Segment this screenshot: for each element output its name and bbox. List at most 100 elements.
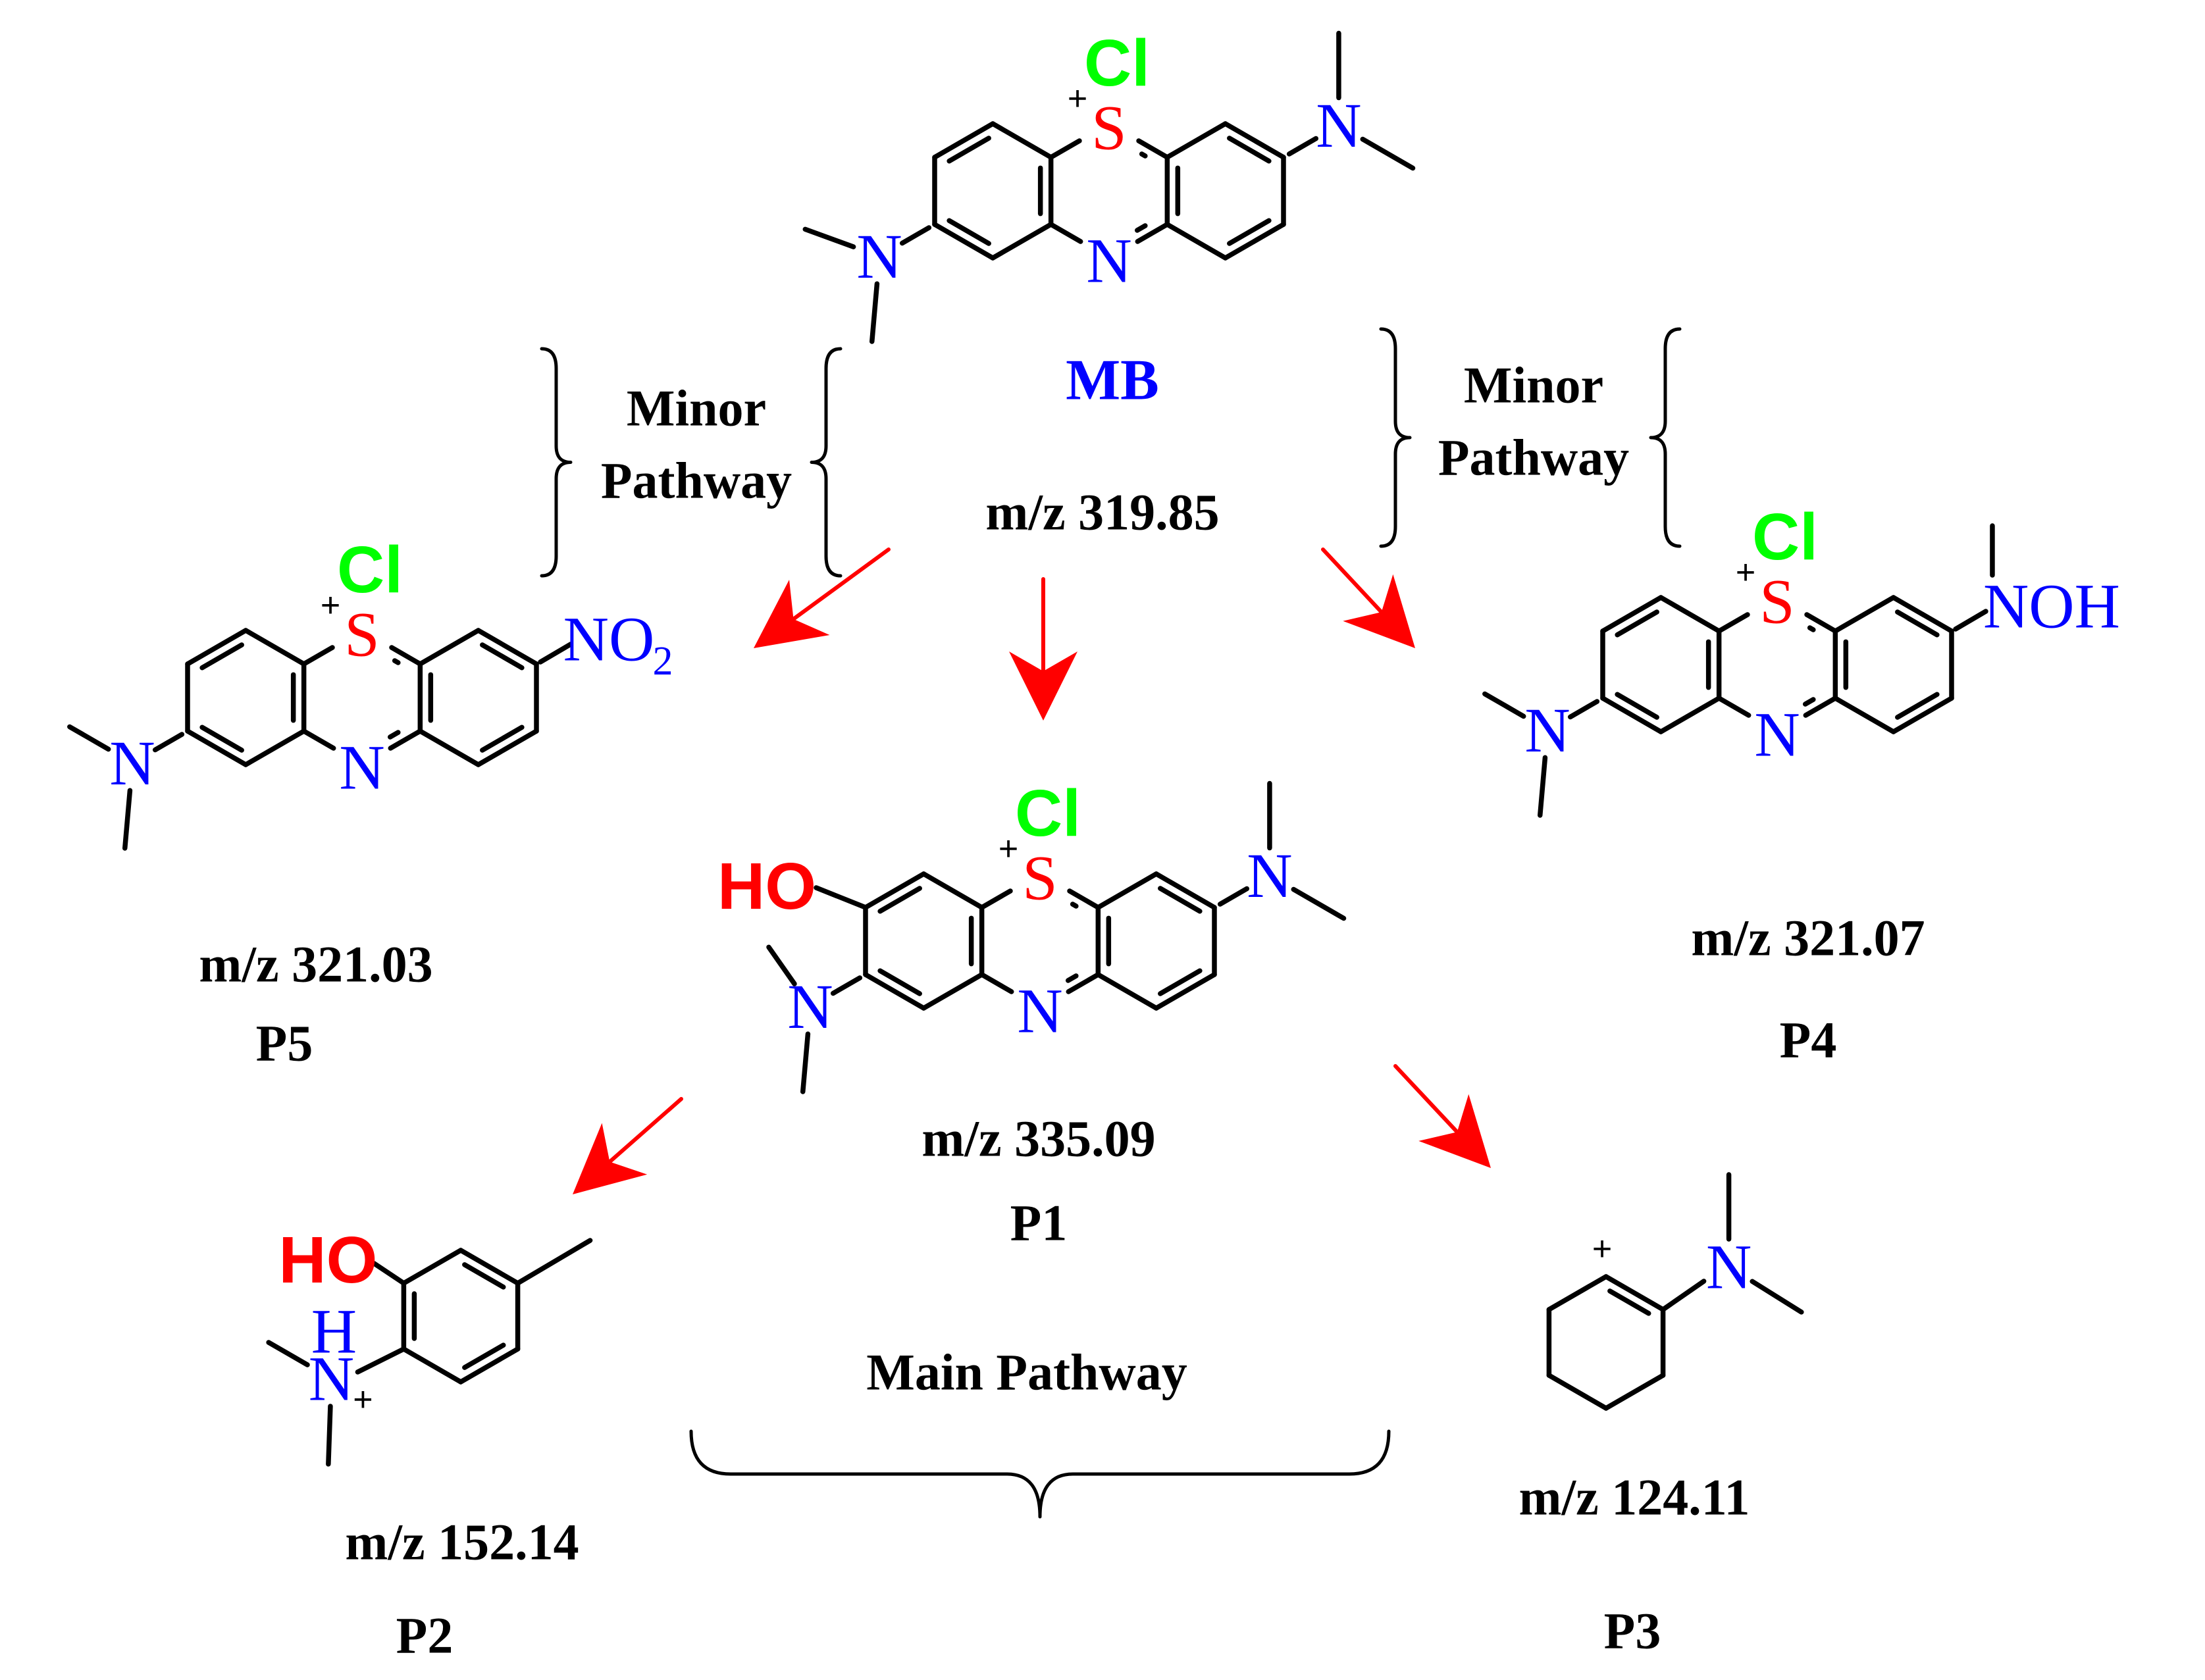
nitro-group: NO [563, 604, 655, 675]
sulfur-atom: S [344, 599, 379, 670]
methyl-bond [1291, 886, 1347, 921]
c-n-bond [1953, 609, 1988, 632]
c-n-bond [538, 642, 573, 665]
main-pathway-label: Main Pathway [866, 1344, 1187, 1401]
double-bond [1065, 973, 1079, 983]
mz-p2: m/z 152.14 [345, 1514, 579, 1571]
dimethylamino-nitrogen: N [1316, 90, 1361, 161]
methyl-bond [515, 1238, 593, 1286]
double-bond [1895, 609, 1940, 638]
curly-brace-icon [1649, 327, 1682, 548]
c-n-bond [1803, 696, 1838, 718]
ring-bond [243, 628, 307, 667]
positive-charge: + [1736, 553, 1755, 592]
double-bond [1607, 1288, 1651, 1316]
ring-bond [417, 728, 481, 767]
mz-p4: m/z 321.07 [1691, 909, 1925, 967]
ring-bond [1222, 222, 1286, 261]
ring-bond [921, 871, 985, 910]
red-reaction-arrow-icon [1418, 1094, 1491, 1168]
methyl-bond [326, 1404, 333, 1467]
ring-bond [458, 1248, 521, 1286]
compound-name-p1: P1 [1010, 1194, 1068, 1252]
hydroxyl-group: HO [278, 1223, 377, 1297]
red-reaction-arrow-icon [1009, 651, 1077, 721]
c-n-bond [1286, 136, 1319, 157]
ring-bond [401, 1346, 463, 1385]
double-bond [199, 725, 244, 753]
double-bond [480, 642, 525, 671]
arrow-mb-to-p4 [1321, 547, 1415, 648]
minor-pathway-label: Pathway [601, 452, 792, 509]
methyl-bond [1750, 1279, 1804, 1315]
c-n-bond [1660, 1279, 1707, 1312]
double-bond [947, 218, 991, 246]
ring-bond [863, 871, 927, 910]
arrow-shaft [608, 1097, 683, 1164]
ring-bond [1164, 121, 1228, 160]
ring-bond [1153, 871, 1217, 910]
c-s-bond [389, 645, 423, 667]
c-n-bond [301, 728, 336, 751]
nitrogen-atom: N [1086, 226, 1131, 296]
n-hydroxy-group: NOH [1983, 571, 2120, 642]
compound-name-p2: P2 [396, 1607, 454, 1664]
ring-bond [1832, 696, 1896, 734]
c-n-bond [1066, 972, 1101, 994]
chlorine-atom: Cl [1084, 26, 1150, 100]
minor-pathway-label: Minor [1464, 357, 1603, 414]
methyl-bond [800, 1031, 811, 1094]
ring-bond [185, 628, 249, 667]
double-bond [947, 136, 991, 164]
methyl-bond [802, 226, 856, 249]
positive-charge: + [353, 1381, 373, 1419]
positive-charge: + [321, 586, 340, 624]
methyl-bond [1538, 755, 1548, 818]
sulfur-atom: S [1022, 843, 1057, 913]
nitrogen-atom: N [1017, 976, 1062, 1046]
arrow-shaft [1393, 1064, 1459, 1134]
curly-brace-icon [540, 347, 573, 578]
double-bond [877, 968, 922, 996]
ring-bond [1890, 595, 1954, 634]
compound-name-mb: MB [1066, 349, 1159, 413]
methyl-bond [869, 281, 880, 344]
ammonium-nitrogen: N [309, 1344, 354, 1414]
ring-bond [1890, 696, 1954, 734]
ring-bond [1600, 696, 1664, 734]
ring-bond [243, 728, 307, 767]
red-reaction-arrow-icon [1343, 574, 1415, 648]
arrow-mb-to-p1 [1009, 577, 1077, 721]
ring-bond [417, 628, 481, 667]
compound-name-p4: P4 [1780, 1011, 1837, 1069]
positive-charge: + [1068, 80, 1087, 118]
c-o-bond [814, 885, 868, 910]
arrow-shaft [791, 547, 891, 621]
double-bond [1134, 223, 1148, 233]
ring-bond [1603, 1373, 1666, 1411]
curly-brace-icon [1379, 327, 1412, 548]
ring-bond [401, 1248, 463, 1286]
methyl-bond [67, 724, 111, 752]
mz-p1: m/z 335.09 [921, 1110, 1155, 1167]
dimethylamino-nitrogen: N [1247, 840, 1292, 911]
double-bond [1615, 609, 1659, 638]
ring-bond [1095, 972, 1159, 1011]
ring-bond [1222, 121, 1286, 160]
double-bond [480, 725, 525, 753]
compound-name-p5: P5 [256, 1015, 313, 1072]
methyl-bond [1360, 136, 1416, 171]
methyl-bond [122, 788, 133, 851]
ring-bond [1546, 1373, 1609, 1411]
ring-bond [1832, 595, 1896, 634]
dimethylamino-nitrogen: N [1524, 695, 1570, 765]
nitrogen-atom: N [339, 732, 384, 803]
c-s-bond [1136, 138, 1170, 160]
c-n-bond [1217, 886, 1250, 907]
minor-pathway-label: Pathway [1438, 429, 1629, 486]
red-reaction-arrow-icon [754, 580, 830, 648]
